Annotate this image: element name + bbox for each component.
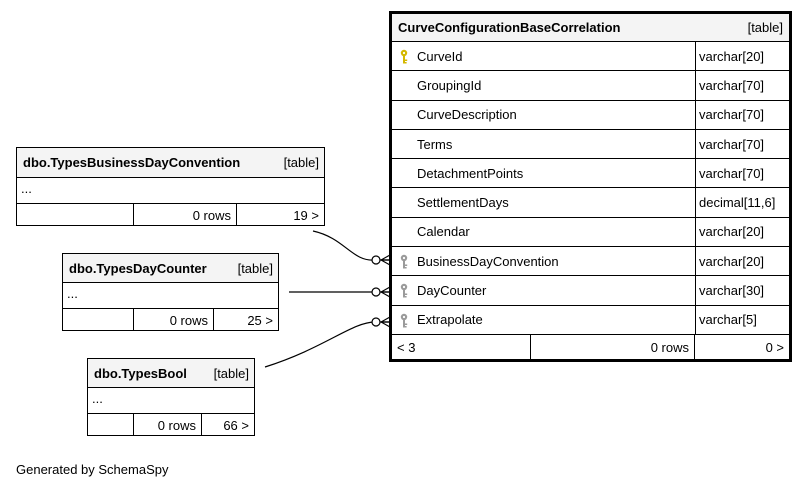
relation-optional-marker bbox=[371, 287, 381, 297]
column-type: varchar[70] bbox=[695, 100, 789, 129]
related-table-ellipsis: ... bbox=[88, 388, 254, 414]
parents-cell bbox=[88, 414, 134, 436]
related-table-header[interactable]: dbo.TypesBool [table] bbox=[88, 359, 254, 388]
related-table-day-counter[interactable]: dbo.TypesDayCounter [table] ... 0 rows 2… bbox=[62, 253, 279, 331]
related-table-header[interactable]: dbo.TypesDayCounter [table] bbox=[63, 254, 278, 283]
column-name: DayCounter bbox=[417, 283, 487, 299]
column-type: varchar[20] bbox=[695, 42, 789, 71]
row-count: 0 rows bbox=[531, 334, 695, 360]
related-table-ellipsis: ... bbox=[63, 283, 278, 309]
children-link[interactable]: 19 > bbox=[293, 207, 319, 223]
related-table-footer: 0 rows 19 > bbox=[17, 204, 324, 226]
column-row[interactable]: DayCounter varchar[30] bbox=[392, 276, 789, 306]
column-name-cell: Terms bbox=[392, 130, 695, 158]
primary-key-icon bbox=[400, 49, 408, 64]
related-table-footer: 0 rows 66 > bbox=[88, 414, 254, 436]
foreign-key-icon bbox=[400, 284, 408, 298]
main-table-footer: < 3 0 rows 0 > bbox=[392, 334, 789, 360]
row-count: 0 rows bbox=[134, 414, 202, 436]
row-count: 0 rows bbox=[134, 309, 214, 331]
children-link[interactable]: 66 > bbox=[223, 417, 249, 433]
column-name: BusinessDayConvention bbox=[417, 253, 559, 269]
column-name-cell: DayCounter bbox=[392, 276, 695, 304]
column-name: Calendar bbox=[417, 224, 470, 240]
children-link[interactable]: 25 > bbox=[247, 312, 273, 328]
related-table-tag: [table] bbox=[213, 365, 249, 381]
column-row[interactable]: Terms varchar[70] bbox=[392, 129, 789, 160]
column-name-cell: Calendar bbox=[392, 218, 695, 246]
column-name: Terms bbox=[417, 136, 453, 152]
column-type: varchar[70] bbox=[695, 129, 789, 159]
relation-optional-marker bbox=[371, 255, 381, 265]
relation-line-business-day-convention bbox=[312, 230, 390, 261]
column-name: CurveDescription bbox=[417, 107, 517, 123]
column-row[interactable]: DetachmentPoints varchar[70] bbox=[392, 159, 789, 189]
column-row[interactable]: Extrapolate varchar[5] bbox=[392, 305, 789, 335]
parents-cell bbox=[17, 204, 134, 226]
column-name: CurveId bbox=[417, 48, 463, 64]
main-table-header[interactable]: CurveConfigurationBaseCorrelation [table… bbox=[392, 14, 789, 42]
related-table-name[interactable]: dbo.TypesDayCounter bbox=[69, 260, 207, 276]
column-name-cell: CurveDescription bbox=[392, 101, 695, 129]
main-table[interactable]: CurveConfigurationBaseCorrelation [table… bbox=[389, 11, 792, 362]
related-table-footer: 0 rows 25 > bbox=[63, 309, 278, 331]
column-type: varchar[5] bbox=[695, 305, 789, 334]
relation-optional-marker bbox=[371, 317, 381, 327]
parents-link[interactable]: < 3 bbox=[392, 334, 531, 360]
column-name-cell: BusinessDayConvention bbox=[392, 247, 695, 275]
column-row[interactable]: CurveDescription varchar[70] bbox=[392, 100, 789, 130]
column-name: SettlementDays bbox=[417, 195, 509, 211]
foreign-key-icon bbox=[400, 254, 408, 269]
column-row[interactable]: CurveId varchar[20] bbox=[392, 42, 789, 72]
relation-line-bool bbox=[264, 321, 390, 368]
column-type: varchar[70] bbox=[695, 71, 789, 100]
related-table-name[interactable]: dbo.TypesBool bbox=[94, 365, 187, 381]
foreign-key-icon bbox=[400, 313, 408, 328]
main-table-tag: [table] bbox=[747, 20, 783, 35]
column-row[interactable]: BusinessDayConvention varchar[20] bbox=[392, 247, 789, 277]
column-name: GroupingId bbox=[417, 77, 482, 93]
column-type: varchar[70] bbox=[695, 159, 789, 188]
column-type: varchar[20] bbox=[695, 217, 789, 247]
parents-cell bbox=[63, 309, 134, 331]
column-type: varchar[20] bbox=[695, 247, 789, 276]
related-table-header[interactable]: dbo.TypesBusinessDayConvention [table] bbox=[17, 148, 324, 178]
related-table-tag: [table] bbox=[237, 260, 273, 276]
related-table-bool[interactable]: dbo.TypesBool [table] ... 0 rows 66 > bbox=[87, 358, 255, 436]
column-name-cell: SettlementDays bbox=[392, 188, 695, 216]
children-link[interactable]: 0 > bbox=[765, 339, 784, 355]
column-name-cell: CurveId bbox=[392, 42, 695, 70]
column-name-cell: GroupingId bbox=[392, 71, 695, 99]
related-table-name[interactable]: dbo.TypesBusinessDayConvention bbox=[23, 155, 241, 170]
column-name-cell: DetachmentPoints bbox=[392, 159, 695, 187]
column-type: decimal[11,6] bbox=[695, 188, 789, 217]
related-table-business-day-convention[interactable]: dbo.TypesBusinessDayConvention [table] .… bbox=[16, 147, 325, 226]
related-table-ellipsis: ... bbox=[17, 178, 324, 204]
column-row[interactable]: GroupingId varchar[70] bbox=[392, 71, 789, 101]
column-row[interactable]: SettlementDays decimal[11,6] bbox=[392, 188, 789, 218]
column-name: DetachmentPoints bbox=[417, 165, 524, 181]
column-name-cell: Extrapolate bbox=[392, 306, 695, 334]
row-count: 0 rows bbox=[134, 204, 237, 226]
column-type: varchar[30] bbox=[695, 276, 789, 305]
related-table-tag: [table] bbox=[283, 155, 319, 170]
column-row[interactable]: Calendar varchar[20] bbox=[392, 217, 789, 248]
column-name: Extrapolate bbox=[417, 312, 483, 328]
generated-by-text: Generated by SchemaSpy bbox=[16, 462, 169, 477]
main-table-name[interactable]: CurveConfigurationBaseCorrelation bbox=[398, 20, 621, 35]
